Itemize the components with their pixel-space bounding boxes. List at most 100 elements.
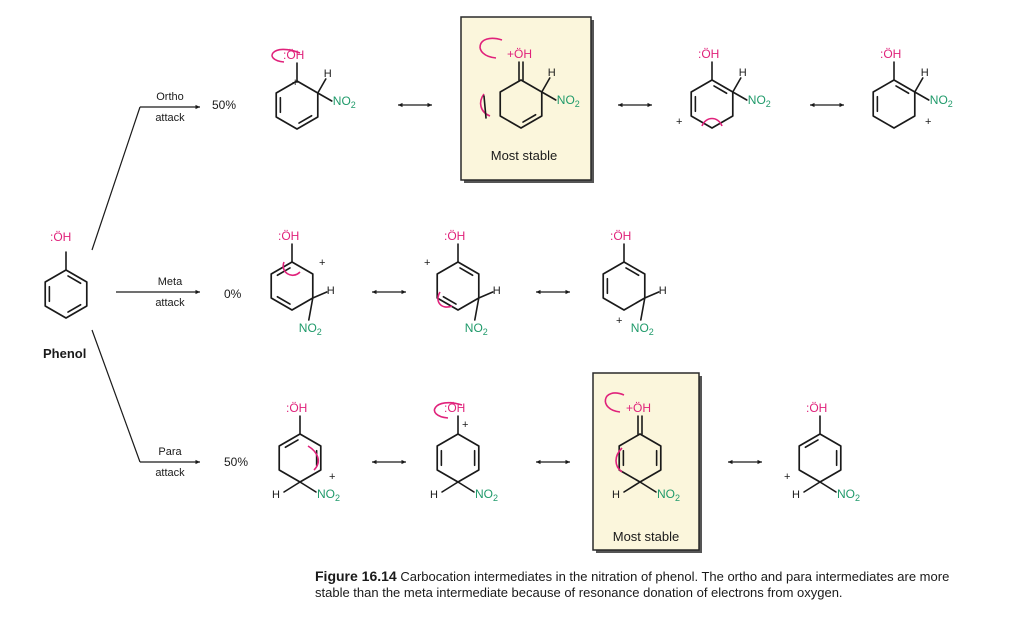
arrowhead-icon [618, 102, 623, 108]
double-bond [442, 295, 457, 305]
c-h-bond [623, 481, 641, 493]
c-h-bond [283, 481, 301, 493]
curved-arrow-icon [437, 291, 453, 308]
figure-number: Figure 16.14 [315, 568, 397, 584]
c-no2-bond [473, 297, 480, 321]
c-h-bond [441, 481, 459, 493]
c-no2-bond [819, 481, 837, 493]
h-label: H [792, 489, 800, 501]
carbocation-plus: + [925, 116, 931, 128]
c-no2-bond [299, 481, 317, 493]
arrowhead-icon [401, 289, 406, 295]
c-no2-bond [639, 297, 646, 321]
oh-label: :ÖH [880, 47, 901, 61]
arrowhead-icon [536, 289, 541, 295]
arrowhead-icon [195, 289, 200, 295]
para-intermediate-ring [436, 433, 480, 483]
curved-arrow-icon [701, 117, 723, 127]
double-bond [276, 295, 291, 305]
no2-label: NO2 [317, 487, 340, 503]
arrowhead-icon [647, 102, 652, 108]
para-attack-word: attack [155, 467, 185, 479]
most-stable-box [460, 16, 592, 181]
oh-label: :ÖH [278, 229, 299, 243]
arrowhead-icon [398, 102, 403, 108]
curved-arrow-path [615, 447, 623, 473]
curved-arrow-path [282, 261, 301, 277]
ring-outline [44, 269, 88, 319]
arrowhead-icon [565, 459, 570, 465]
double-bond [67, 303, 82, 313]
arrowhead-icon [839, 102, 844, 108]
c-h-bond [540, 77, 551, 93]
ortho-branch-line [91, 106, 141, 251]
para-percent: 50% [224, 455, 248, 469]
h-label: H [921, 67, 929, 79]
carbocation-plus: + [319, 257, 325, 269]
no2-label: NO2 [475, 487, 498, 503]
meta-attack-word: attack [155, 297, 185, 309]
resonance-arrow-icon [398, 102, 432, 108]
curved-arrow-icon [282, 261, 301, 277]
c-no2-bond [540, 91, 557, 101]
ring-outline [798, 433, 842, 483]
para-branch-line [91, 329, 141, 463]
h-label: H [324, 68, 332, 80]
ring-outline [602, 261, 646, 311]
no2-label: NO2 [557, 93, 580, 109]
carbocation-plus: + [424, 257, 430, 269]
c-no2-bond [457, 481, 475, 493]
no2-label: NO2 [631, 321, 654, 337]
meta-percent: 0% [224, 287, 242, 301]
arrowhead-icon [195, 459, 200, 465]
meta-attack-name: Meta [158, 276, 183, 288]
carbocation-plus: + [292, 77, 298, 89]
most-stable-label-ortho: Most stable [491, 148, 557, 163]
no2-label: NO2 [748, 93, 771, 109]
oh-label: +ÖH [626, 401, 651, 415]
para-attack-name: Para [158, 446, 182, 458]
double-bond [804, 439, 819, 449]
carbocation-plus: + [676, 116, 682, 128]
arrowhead-icon [810, 102, 815, 108]
oh-label: :ÖH [286, 401, 307, 415]
carbocation-plus: + [329, 471, 335, 483]
c-no2-bond [316, 92, 333, 102]
carbocation-plus: + [616, 315, 622, 327]
ring-outline [278, 433, 322, 483]
resonance-arrow-icon [372, 459, 406, 465]
ring-outline [872, 79, 916, 129]
double-bond [284, 439, 299, 449]
figure-caption: Figure 16.14 Carbocation intermediates i… [315, 568, 965, 601]
arrowhead-icon [536, 459, 541, 465]
double-bond [483, 95, 487, 119]
resonance-arrow-icon [536, 459, 570, 465]
resonance-arrow-icon [372, 289, 406, 295]
figure-caption-text: Carbocation intermediates in the nitrati… [315, 569, 950, 600]
c-h-bond [311, 291, 328, 299]
oh-label: :ÖH [444, 229, 465, 243]
ortho-intermediate-ring [690, 79, 734, 129]
no2-label: NO2 [837, 487, 860, 503]
para-intermediate-ring [798, 433, 842, 483]
curved-arrow-path [307, 445, 320, 471]
resonance-arrow-icon [536, 289, 570, 295]
double-bond [713, 85, 728, 95]
curved-arrow-icon [433, 401, 463, 419]
h-label: H [272, 489, 280, 501]
c-h-bond [731, 77, 742, 93]
most-stable-box [592, 372, 700, 551]
phenol-ring [44, 269, 88, 319]
arrowhead-icon [757, 459, 762, 465]
double-bond [459, 267, 474, 277]
curved-arrow-icon [479, 37, 503, 59]
c-h-bond [643, 291, 660, 299]
arrowhead-icon [195, 104, 200, 110]
c-h-bond [803, 481, 821, 493]
arrowhead-icon [372, 459, 377, 465]
most-stable-label-para: Most stable [613, 529, 679, 544]
double-bond [895, 85, 910, 95]
resonance-arrow-icon [728, 459, 762, 465]
h-label: H [612, 489, 620, 501]
